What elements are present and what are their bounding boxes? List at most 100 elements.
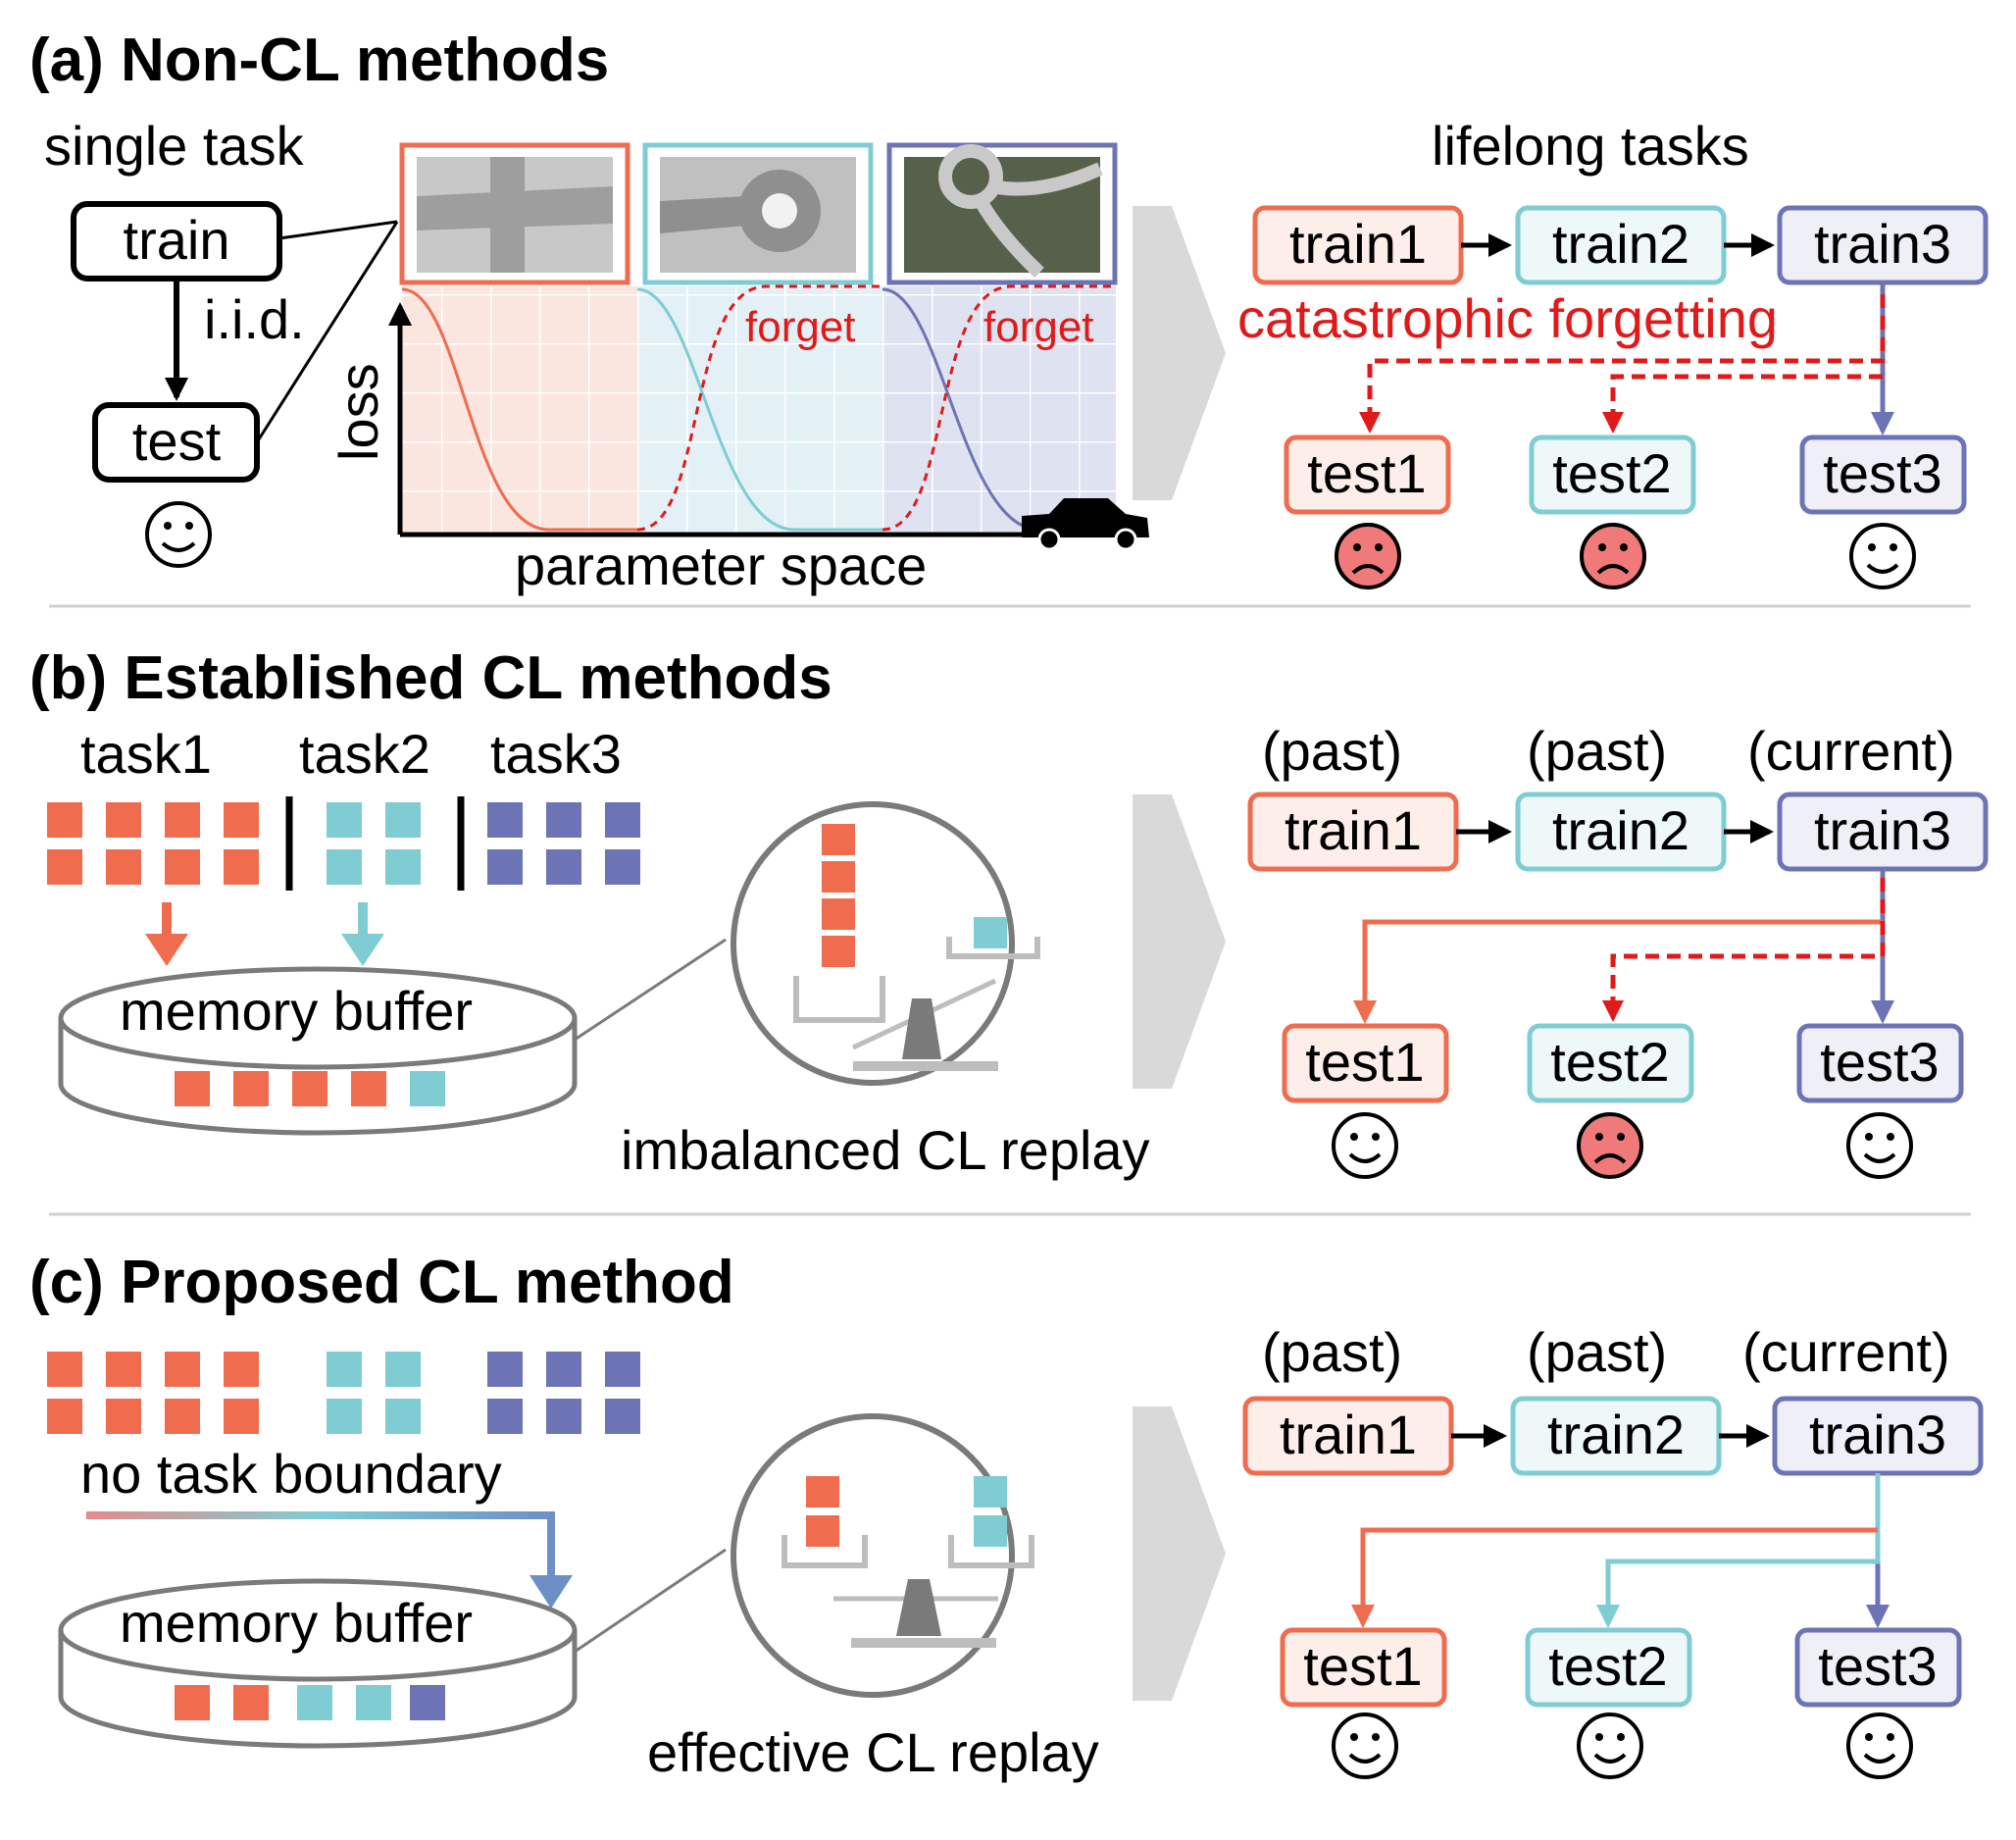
test-label: test bbox=[132, 410, 222, 472]
sad-face-icon bbox=[1335, 523, 1401, 589]
task2-samples bbox=[327, 1352, 421, 1434]
train3-label: train3 bbox=[1814, 213, 1951, 275]
smiley-icon bbox=[1332, 1712, 1398, 1779]
test3-label: test3 bbox=[1823, 442, 1941, 504]
past-label-1: (past) bbox=[1262, 1321, 1402, 1383]
parameter-space-label: parameter space bbox=[515, 535, 927, 596]
forget-arrow-test2 bbox=[1602, 878, 1886, 1022]
connector-line bbox=[255, 221, 399, 443]
train2-label: train2 bbox=[1547, 1404, 1685, 1465]
memory-buffer-label: memory buffer bbox=[120, 980, 473, 1042]
interchange-image bbox=[886, 142, 1118, 285]
train1-label: train1 bbox=[1285, 799, 1422, 861]
iid-label: i.i.d. bbox=[204, 288, 305, 350]
smiley-icon bbox=[1849, 523, 1916, 589]
past-label-2: (past) bbox=[1527, 720, 1667, 782]
test2-label: test2 bbox=[1552, 442, 1671, 504]
sad-face-icon bbox=[1577, 1112, 1643, 1179]
test2-box bbox=[1529, 434, 1696, 515]
intersection-image-1 bbox=[399, 142, 630, 285]
test1-box bbox=[1284, 434, 1451, 515]
test2-box bbox=[1527, 1023, 1694, 1103]
buffer-samples bbox=[175, 1685, 445, 1720]
task2-label: task2 bbox=[299, 723, 430, 785]
forget-curve-2 bbox=[882, 284, 1116, 532]
single-task-label: single task bbox=[44, 115, 305, 177]
test1-label: test1 bbox=[1303, 1635, 1422, 1697]
past-label-2: (past) bbox=[1527, 1321, 1667, 1383]
train-label: train bbox=[124, 209, 230, 271]
stream-arrow bbox=[86, 1511, 555, 1581]
sad-face-icon bbox=[1580, 523, 1646, 589]
effective-replay-label: effective CL replay bbox=[647, 1721, 1099, 1783]
panel-a-title: (a) Non-CL methods bbox=[29, 26, 609, 94]
smiley-icon bbox=[1332, 1112, 1398, 1179]
catastrophic-forgetting-label: catastrophic forgetting bbox=[1237, 287, 1778, 349]
replay-arrow-test1 bbox=[1353, 919, 1883, 1024]
train2-label: train2 bbox=[1552, 799, 1689, 861]
task1-samples bbox=[47, 1352, 259, 1434]
replay-arrow-test2 bbox=[1596, 1473, 1881, 1628]
imbalanced-scale-icon bbox=[731, 801, 1040, 1086]
lifelong-tasks-label: lifelong tasks bbox=[1432, 115, 1749, 177]
sample-arrow-head bbox=[145, 934, 188, 966]
transition-arrow bbox=[1133, 794, 1226, 1089]
smiley-icon bbox=[1846, 1112, 1913, 1179]
task3-samples bbox=[487, 1352, 640, 1434]
task1-label: task1 bbox=[80, 723, 212, 785]
forget-label-2: forget bbox=[983, 303, 1094, 351]
forget-label-1: forget bbox=[745, 303, 856, 351]
sample-arrow-head bbox=[341, 934, 384, 966]
panel-c-title: (c) Proposed CL method bbox=[29, 1249, 734, 1316]
current-label: (current) bbox=[1742, 1321, 1950, 1383]
zoom-line bbox=[574, 938, 727, 1042]
train1-label: train1 bbox=[1289, 213, 1427, 275]
connector-line bbox=[278, 220, 398, 240]
panel-b-title: (b) Established CL methods bbox=[29, 644, 832, 712]
panel-a: (a) Non-CL methods single task train i.i… bbox=[29, 26, 1989, 596]
train1-label: train1 bbox=[1280, 1404, 1417, 1465]
roundabout-image bbox=[642, 142, 874, 285]
test3-box bbox=[1796, 1023, 1964, 1103]
task3-label: task3 bbox=[490, 723, 622, 785]
replay-arrow-test1 bbox=[1351, 1527, 1878, 1628]
no-task-boundary-label: no task boundary bbox=[80, 1443, 502, 1505]
test2-label: test2 bbox=[1548, 1635, 1667, 1697]
test3-box bbox=[1794, 1627, 1962, 1708]
plot-grid bbox=[402, 286, 1116, 532]
panel-b: (b) Established CL methods task1 task2 t… bbox=[29, 644, 1989, 1181]
task3-samples bbox=[487, 802, 640, 885]
loss-curve-task3 bbox=[882, 287, 1040, 532]
current-label: (current) bbox=[1747, 720, 1955, 782]
forget-arrow-test2 bbox=[1602, 374, 1883, 434]
test1-box bbox=[1280, 1627, 1447, 1708]
panel-c: (c) Proposed CL method no task boundary … bbox=[29, 1249, 1984, 1783]
transition-arrow bbox=[1133, 206, 1226, 500]
task1-samples bbox=[47, 802, 259, 885]
test3-label: test3 bbox=[1818, 1635, 1937, 1697]
forget-curve-1 bbox=[636, 284, 882, 532]
imbalanced-replay-label: imbalanced CL replay bbox=[621, 1119, 1150, 1181]
train3-label: train3 bbox=[1814, 799, 1951, 861]
test1-label: test1 bbox=[1307, 442, 1426, 504]
zoom-line bbox=[574, 1548, 727, 1654]
stream-arrow-head bbox=[529, 1575, 573, 1609]
test3-box bbox=[1799, 434, 1967, 515]
test2-box bbox=[1525, 1627, 1692, 1708]
train3-label: train3 bbox=[1809, 1404, 1946, 1465]
smiley-icon bbox=[1577, 1712, 1643, 1779]
smiley-icon bbox=[145, 501, 212, 568]
test2-label: test2 bbox=[1550, 1031, 1669, 1093]
memory-buffer-label: memory buffer bbox=[120, 1592, 473, 1654]
task2-samples bbox=[327, 802, 421, 885]
loss-curve-task1 bbox=[401, 287, 637, 532]
test3-label: test3 bbox=[1820, 1031, 1939, 1093]
loss-curve-task2 bbox=[636, 287, 882, 532]
forget-arrow-test1 bbox=[1359, 294, 1886, 434]
loss-axis-label: loss bbox=[328, 363, 389, 461]
car-icon bbox=[1022, 498, 1149, 551]
test1-box bbox=[1282, 1023, 1449, 1103]
smiley-icon bbox=[1846, 1712, 1913, 1779]
transition-arrow bbox=[1133, 1406, 1226, 1701]
